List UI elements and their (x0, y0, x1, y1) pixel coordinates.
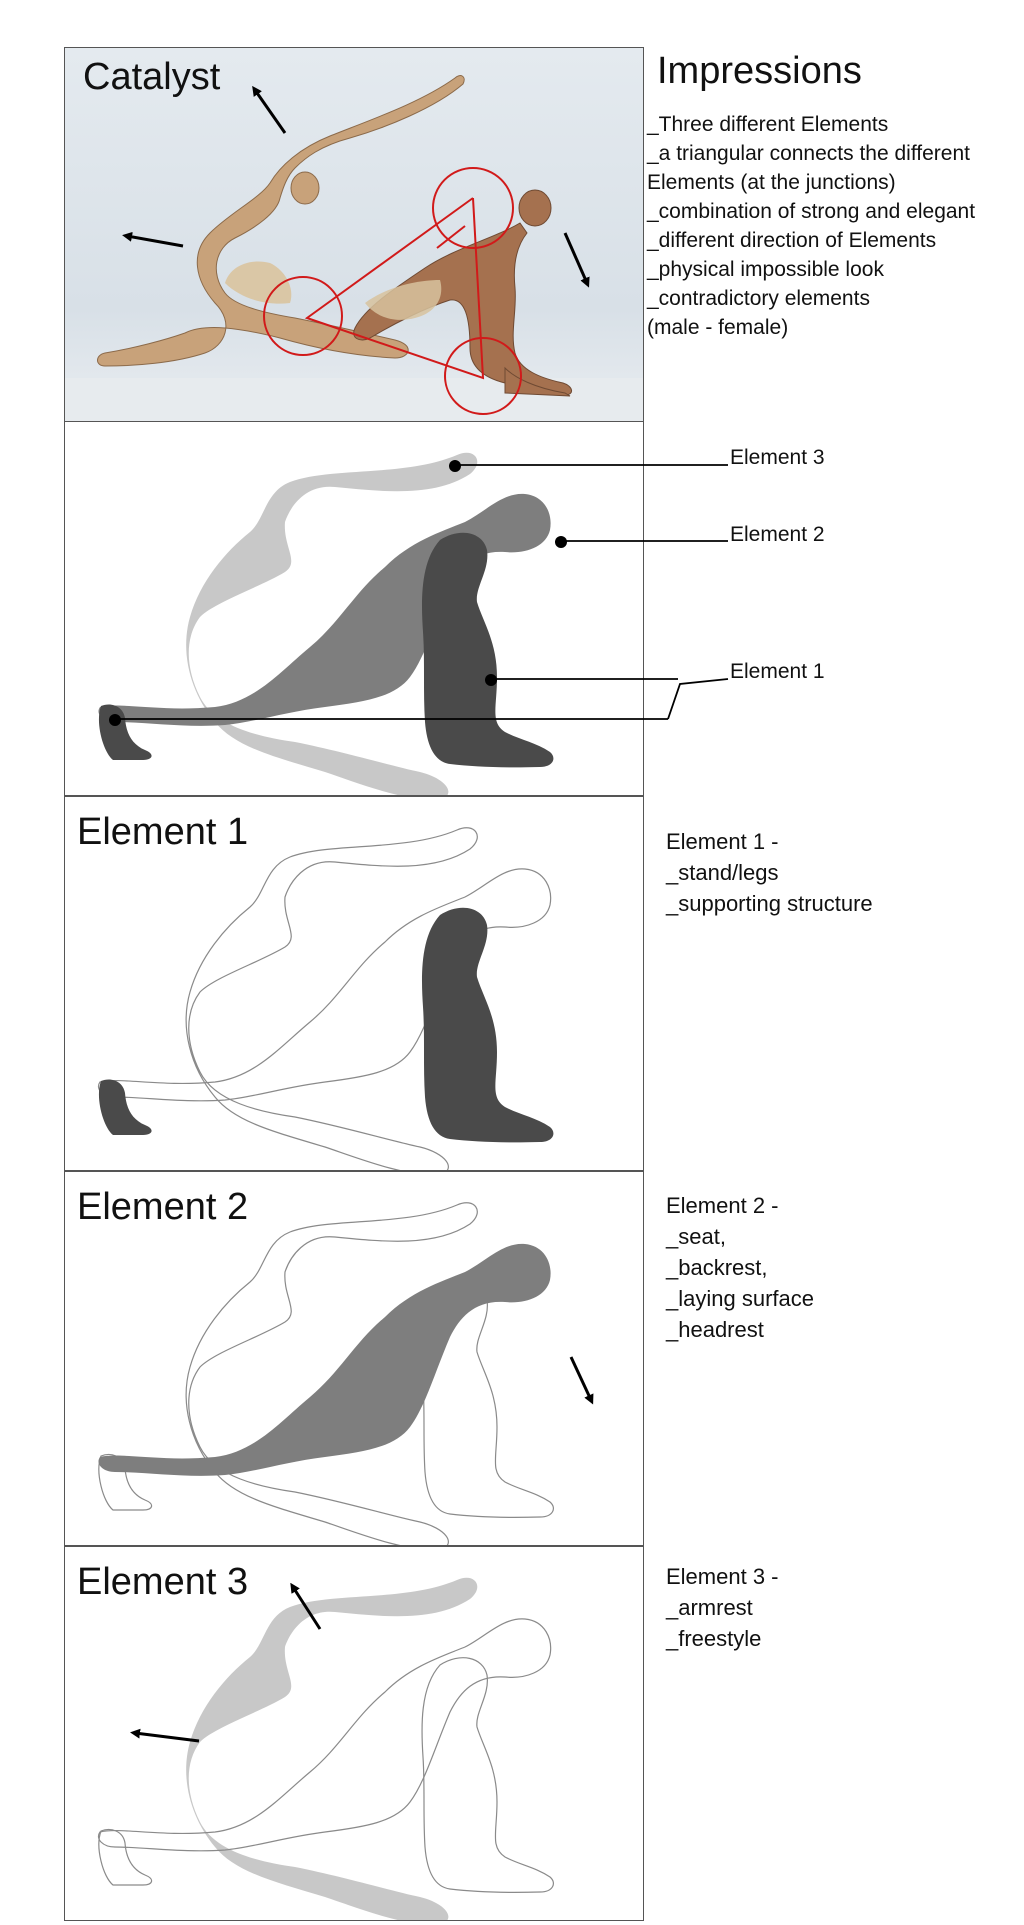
description-line: Element 1 - (666, 829, 779, 854)
impressions-line: _physical impossible look (647, 258, 884, 281)
description-line: _headrest (666, 1317, 764, 1342)
element2-title: Element 2 (77, 1186, 249, 1228)
element1-diagram (97, 827, 554, 1170)
callout-element2-label: Element 2 (730, 523, 825, 546)
element3-shape (186, 1577, 478, 1920)
element3-marker (449, 460, 461, 472)
up-left-arrow-icon (290, 1582, 322, 1630)
impressions-line: (male - female) (647, 316, 789, 339)
element2-shape (98, 1243, 551, 1476)
combined-elements-diagram (98, 452, 567, 795)
dancers-illustration (65, 75, 643, 421)
description-line: Element 3 - (666, 1564, 779, 1589)
element1-shape (98, 907, 554, 1143)
description-line: _supporting structure (666, 891, 873, 916)
impressions-line: _contradictory elements (647, 287, 870, 310)
catalyst-title: Catalyst (83, 56, 221, 98)
element3-panel: Element 3 (64, 1546, 644, 1921)
down-right-arrow-icon (569, 1356, 594, 1405)
callout-element3-label: Element 3 (730, 446, 825, 469)
impressions-line: _a triangular connects the different (647, 142, 970, 165)
element3-title: Element 3 (77, 1561, 249, 1603)
impressions-list: _Three different Elements _a triangular … (647, 110, 975, 342)
element2-description: Element 2 - _seat, _backrest, _laying su… (666, 1190, 814, 1345)
element1-panel: Element 1 (64, 796, 644, 1171)
down-right-arrow-icon (563, 232, 590, 288)
description-line: _armrest (666, 1595, 753, 1620)
up-left-arrow-icon (252, 85, 287, 134)
element3-diagram (97, 1577, 555, 1920)
impressions-line: _combination of strong and elegant (647, 200, 976, 223)
element1-description: Element 1 - _stand/legs _supporting stru… (666, 826, 873, 919)
element1-marker (485, 674, 497, 686)
description-line: _laying surface (666, 1286, 814, 1311)
left-arrow-icon (130, 1728, 200, 1743)
impressions-line: Elements (at the junctions) (647, 171, 896, 194)
impressions-heading: Impressions (657, 50, 862, 92)
impressions-line: _Three different Elements (647, 113, 889, 136)
description-line: _stand/legs (666, 860, 779, 885)
description-line: _backrest, (666, 1255, 768, 1280)
element1-foot-marker (109, 714, 121, 726)
element2-diagram (98, 1202, 594, 1545)
catalyst-photo-panel: Catalyst (64, 47, 644, 422)
element1-title: Element 1 (77, 811, 249, 853)
description-line: Element 2 - (666, 1193, 779, 1218)
left-arrow-icon (122, 231, 184, 248)
element3-description: Element 3 - _armrest _freestyle (666, 1561, 779, 1654)
combined-elements-panel (64, 421, 644, 796)
description-line: _seat, (666, 1224, 726, 1249)
impressions-line: _different direction of Elements (647, 229, 937, 252)
element2-marker (555, 536, 567, 548)
element2-panel: Element 2 (64, 1171, 644, 1546)
callout-element1-label: Element 1 (730, 660, 825, 683)
description-line: _freestyle (666, 1626, 762, 1651)
